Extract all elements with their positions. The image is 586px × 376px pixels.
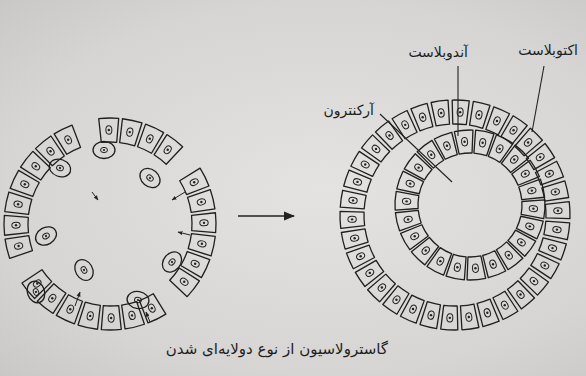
cell [496, 242, 522, 270]
cell [531, 254, 559, 279]
cell [341, 229, 368, 249]
process-arrow [238, 215, 294, 217]
movement-arrow [172, 192, 185, 200]
part-label: آرکنترون [321, 102, 376, 119]
cell [368, 274, 396, 302]
cell [501, 145, 528, 172]
cell [180, 168, 209, 194]
cell [397, 171, 424, 194]
cell [375, 121, 402, 149]
cell [441, 305, 458, 330]
cell [434, 132, 457, 159]
cell [383, 286, 409, 314]
cell [520, 268, 548, 295]
movement-arrow [92, 192, 98, 200]
cell [521, 200, 545, 219]
migrating-cell [136, 164, 164, 191]
cell [21, 151, 51, 180]
cell [467, 256, 486, 280]
cell [54, 125, 80, 154]
cell [519, 179, 545, 200]
leader-line [457, 66, 458, 136]
cell [35, 136, 64, 166]
cell [545, 202, 570, 219]
migrating-cell [93, 142, 115, 159]
cell [507, 281, 534, 309]
cell [404, 154, 432, 180]
cell [395, 191, 419, 210]
caption: گاسترولاسیون از نوع دولایه‌ای شدن [164, 340, 390, 358]
migrating-cell [32, 223, 60, 249]
cell [99, 118, 119, 142]
cell [138, 124, 164, 153]
cell [340, 211, 365, 228]
cell [170, 268, 200, 297]
part-label: آندوبلاست [406, 44, 470, 61]
migrating-cell [24, 279, 47, 305]
cell [56, 295, 82, 324]
cell [154, 135, 183, 165]
migrating-cell [126, 290, 151, 311]
movement-arrow [75, 292, 80, 306]
part-label: اکتوبلاست [516, 42, 580, 59]
cell [470, 101, 490, 128]
cell [10, 170, 39, 196]
cell [544, 221, 570, 240]
migrating-cell [158, 248, 185, 276]
cell [431, 100, 449, 126]
cell [483, 251, 506, 278]
cell [516, 216, 543, 239]
migrating-cell [71, 256, 97, 284]
movement-arrow [146, 312, 150, 322]
cell [37, 284, 66, 314]
movement-arrow [178, 232, 190, 235]
cell [446, 254, 466, 280]
cell [362, 135, 390, 162]
cell [22, 270, 52, 299]
cell [417, 140, 443, 168]
cell [340, 190, 366, 209]
cell [454, 130, 473, 154]
cell [411, 103, 433, 131]
leader-lines [380, 66, 544, 182]
cell [122, 302, 145, 329]
cell [477, 299, 499, 327]
cell [526, 143, 554, 169]
cell [192, 213, 216, 233]
cell [400, 295, 424, 323]
cell [411, 237, 438, 264]
cell [535, 161, 563, 185]
migrating-cell [47, 156, 73, 179]
cell [501, 116, 527, 144]
cell [420, 302, 440, 329]
cell [542, 181, 569, 201]
leader-line [380, 114, 452, 182]
cell [460, 304, 478, 330]
cell [395, 210, 421, 231]
cell [181, 252, 210, 278]
cell [474, 130, 494, 156]
cell [355, 260, 383, 286]
cell [346, 245, 374, 269]
cell [486, 107, 510, 135]
cell [5, 236, 32, 259]
cell [101, 306, 121, 330]
cell [515, 128, 543, 156]
cell [488, 135, 513, 163]
blastula [4, 118, 216, 330]
cell [351, 151, 379, 176]
cell [427, 248, 452, 276]
leader-line [532, 66, 544, 132]
cell [508, 230, 536, 256]
cell [4, 215, 28, 235]
cell [452, 100, 469, 125]
gastrula [340, 100, 570, 330]
cell [188, 190, 215, 213]
